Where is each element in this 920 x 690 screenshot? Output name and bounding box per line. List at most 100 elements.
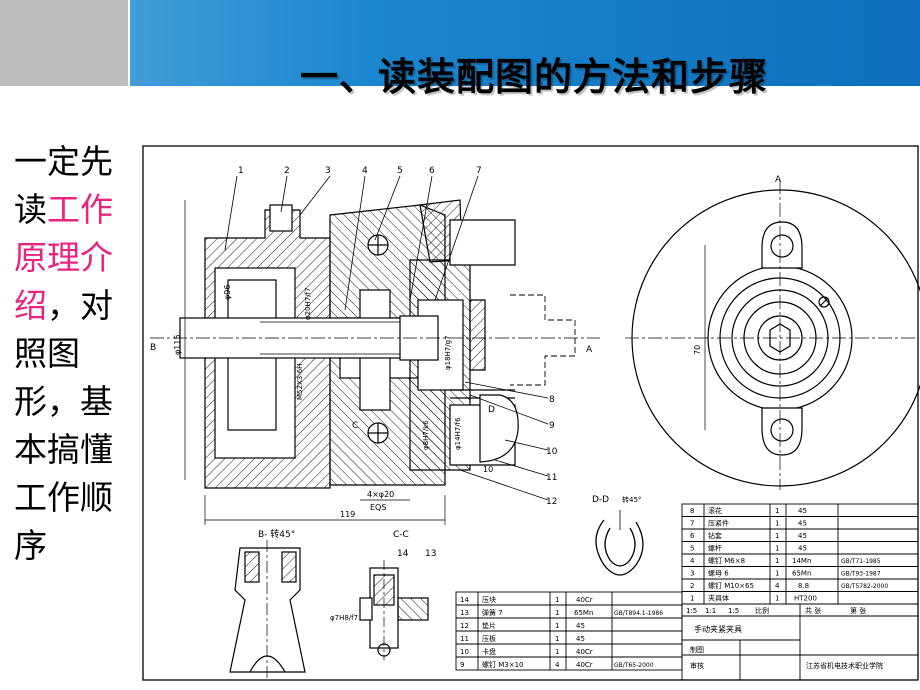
bom-l-no: 14: [460, 596, 469, 604]
bom-u-name: 滚花: [708, 506, 722, 515]
balloon-14: 14: [397, 549, 409, 559]
label-cc: C-C: [393, 530, 409, 540]
dim-d8: φ8H7/k6: [422, 420, 430, 450]
bom-l-mat: 45: [576, 622, 585, 630]
bom-u-mat: HT200: [794, 595, 817, 603]
bom-u-mat: 45: [798, 507, 807, 515]
balloon-12: 12: [546, 497, 557, 507]
bom-l-mat: 40Cr: [576, 648, 593, 656]
bom-u-name: 夹具体: [708, 594, 729, 603]
bom-l-name: 压板: [482, 634, 496, 643]
dim-10: 10: [483, 465, 493, 474]
balloon-10: 10: [546, 447, 558, 457]
bom-l-name: 弹簧 7: [482, 608, 503, 617]
tb-cell: 共 张: [805, 606, 821, 615]
balloon-13: 13: [425, 549, 436, 559]
bom-l-name: 螺钉 M3×10: [482, 660, 524, 669]
tb-drawing-name: 手动夹紧夹具: [694, 624, 742, 634]
bom-l-qty: 1: [555, 648, 559, 656]
balloon-7: 7: [476, 166, 482, 176]
dim-d14: φ14H7/f6: [454, 417, 462, 450]
drawing-frame: [142, 145, 919, 681]
bom-u-no: 7: [690, 520, 694, 528]
label-d: D: [488, 405, 495, 415]
bom-l-name: 压块: [482, 595, 496, 604]
bom-l-no: 9: [460, 661, 464, 669]
slide-title: 一、读装配图的方法和步骤: [300, 55, 769, 99]
bom-u-qty: 4: [775, 582, 780, 590]
bom-u-qty: 1: [775, 595, 779, 603]
balloon-9: 9: [549, 421, 555, 431]
dim-119: 119: [340, 510, 355, 519]
balloon-numbers: 1 2 3 4 5 6 7 8 9 10 11 12 13 14: [238, 166, 558, 559]
bom-l-std: GB/T894.1-1986: [614, 610, 663, 617]
dim-4x20: 4×φ20: [367, 490, 394, 499]
dim-d7: φ7H8/f7: [330, 614, 358, 622]
title-block: [681, 603, 919, 681]
bom-upper-text: 8 滚花 1 45 7 压紧件 1 45 6 钻套 1 45 5 螺杆 1 45…: [690, 506, 888, 603]
side-text-highlight: 工作原理介绍: [14, 190, 113, 325]
bom-l-mat: 65Mn: [574, 609, 593, 617]
dim-70: 70: [693, 345, 702, 355]
bom-u-mat: 45: [798, 520, 807, 528]
bom-l-std: GB/T65-2000: [614, 662, 654, 669]
balloon-11: 11: [546, 473, 557, 483]
bom-u-std: GB/T71-1985: [841, 558, 881, 565]
tb-checker: 审核: [690, 661, 704, 670]
bom-l-no: 10: [460, 648, 469, 656]
tb-drawer: 制图: [690, 645, 704, 654]
bom-l-qty: 1: [555, 609, 559, 617]
bom-u-qty: 1: [775, 557, 779, 565]
bom-upper: [681, 503, 919, 605]
dim-eqs: EQS: [370, 503, 386, 512]
bom-u-name: 压紧件: [708, 519, 729, 528]
balloon-8: 8: [549, 395, 555, 405]
bom-u-qty: 1: [775, 532, 779, 540]
bom-l-no: 11: [460, 635, 469, 643]
bom-u-no: 6: [690, 532, 695, 540]
side-text: 一定先读工作原理介绍，对照图形，基本搞懂工作顺序: [14, 138, 138, 570]
main-section-view: [150, 199, 600, 525]
balloon-1: 1: [238, 166, 244, 176]
bom-u-qty: 1: [775, 545, 779, 553]
dim-d115: φ115: [173, 334, 182, 355]
dim-d96: φ96: [223, 285, 232, 300]
bom-u-no: 1: [690, 595, 694, 603]
bom-l-name: 垫片: [482, 621, 496, 630]
bom-lower-text: 14 压块 1 40Cr 13 弹簧 7 1 65Mn GB/T894.1-19…: [460, 595, 663, 669]
bom-u-name: 螺钉 M6×8: [708, 556, 745, 565]
bom-u-no: 3: [690, 570, 694, 578]
bom-u-std: GB/T93-1987: [841, 571, 881, 578]
label-dd: D-D: [592, 495, 609, 505]
side-text-part1: 一定先读: [14, 142, 113, 229]
balloon-4: 4: [362, 166, 368, 176]
bom-u-qty: 1: [775, 507, 779, 515]
title-block-text: 1:5 1:1 1:5 比例 共 张 第 张 手动夹紧夹具 制图 审核 江苏省机…: [686, 606, 883, 670]
bom-u-no: 2: [690, 582, 694, 590]
label-b: B: [150, 343, 156, 353]
bom-u-mat: 14Mn: [792, 557, 811, 565]
balloon-6: 6: [429, 166, 435, 176]
bom-l-qty: 1: [555, 622, 559, 630]
side-text-part2: ，对照图形，基本搞懂工作顺序: [14, 286, 113, 565]
assembly-drawing: 1 2 3 4 5 6 7 8 9 10 11 12 13 14 B A A C…: [142, 145, 920, 681]
bom-u-mat: 45: [798, 532, 807, 540]
bom-u-name: 螺母 6: [708, 569, 729, 578]
bom-l-qty: 1: [555, 635, 559, 643]
tb-company: 江苏省机电技术职业学院: [806, 661, 883, 670]
balloon-3: 3: [325, 166, 331, 176]
tb-cell: 比例: [755, 606, 769, 615]
corner-block: [0, 0, 128, 86]
bom-l-mat: 40Cr: [576, 661, 593, 669]
bom-u-mat: 45: [798, 545, 807, 553]
end-view: [625, 180, 920, 490]
bom-u-no: 4: [690, 557, 695, 565]
bom-u-name: 螺钉 M10×65: [708, 581, 754, 590]
title-banner: [0, 0, 920, 86]
bom-l-name: 卡盘: [482, 647, 496, 656]
bom-u-name: 钻套: [708, 531, 722, 540]
bom-u-mat: 8.8: [798, 582, 809, 590]
label-dd-note: 转45°: [622, 495, 641, 504]
balloon-2: 2: [284, 166, 290, 176]
label-bb: B- 转45°: [258, 528, 295, 540]
